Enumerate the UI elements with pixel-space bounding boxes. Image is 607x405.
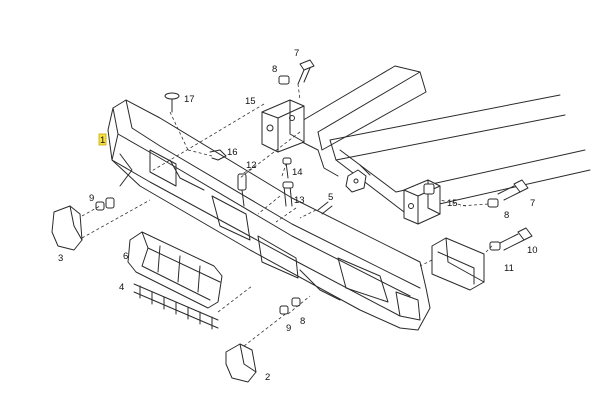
frame-rail-assembly <box>299 65 591 213</box>
label-part-2: 2 <box>265 372 270 383</box>
label-part-12: 12 <box>246 160 257 171</box>
highlight-marker <box>98 133 107 146</box>
label-part-4: 4 <box>119 282 124 293</box>
label-part-11: 11 <box>504 263 514 274</box>
label-part-7-right: 7 <box>530 198 535 209</box>
label-part-13: 13 <box>294 195 305 206</box>
lamp-housing <box>431 237 485 291</box>
label-part-6: 6 <box>123 251 128 262</box>
label-part-5: 5 <box>328 192 333 203</box>
bumper-body <box>107 99 431 331</box>
label-part-16: 16 <box>227 147 238 158</box>
label-part-9-left: 9 <box>89 193 94 204</box>
end-cap-right <box>225 343 257 383</box>
label-part-15-upper: 15 <box>245 96 256 107</box>
label-part-1: 1 <box>100 135 105 146</box>
clip-part-5 <box>345 169 367 193</box>
mounting-bracket-upper <box>261 99 305 153</box>
label-part-14: 14 <box>292 167 303 178</box>
fasteners <box>95 59 533 315</box>
retainer-strip <box>133 283 219 330</box>
label-part-8-right: 8 <box>504 210 509 221</box>
label-part-8-lower: 8 <box>300 316 305 327</box>
label-part-10: 10 <box>527 245 538 256</box>
label-part-7-upper: 7 <box>294 48 299 59</box>
label-part-17: 17 <box>184 94 195 105</box>
end-cap-left <box>51 205 83 251</box>
leader-lines <box>81 83 493 347</box>
label-part-15-lower: 15 <box>447 198 458 209</box>
label-part-8-upper: 8 <box>272 64 277 75</box>
label-part-3: 3 <box>58 253 63 264</box>
part-labels: 1 2 3 4 5 6 7 7 8 8 8 9 9 10 11 12 13 14… <box>58 48 538 383</box>
mounting-bracket-lower <box>403 179 441 225</box>
grille-insert <box>127 231 223 309</box>
label-part-9-lower: 9 <box>286 323 291 334</box>
